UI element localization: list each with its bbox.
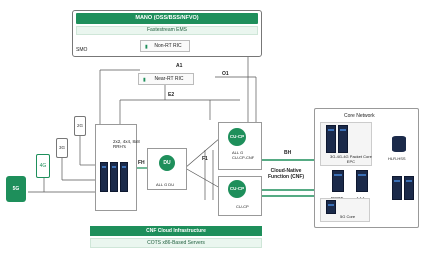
cuup-circle[interactable]: CU-CP: [228, 180, 246, 198]
aaa-server-icon: [356, 170, 368, 192]
cuup-label: CU-CP: [229, 186, 245, 191]
core-5g-server-icon: [326, 200, 336, 214]
ems-bar[interactable]: Fastestream EMS: [76, 26, 258, 35]
o1-label: O1: [222, 71, 229, 77]
device-2g[interactable]: 2G: [74, 116, 86, 136]
cucp-label: CU-CP: [229, 134, 245, 139]
f1-label: F1: [202, 156, 208, 162]
du-label: DU: [163, 160, 171, 166]
near-rt-ric-label: Near-RT RIC: [154, 76, 184, 82]
device-5g[interactable]: 5G: [6, 176, 26, 202]
signal-icon: ▮: [143, 77, 146, 83]
device-3g-label: 3G: [58, 145, 65, 150]
non-rt-ric-label: Non-RT RIC: [154, 43, 182, 49]
a1-label: A1: [176, 63, 183, 69]
non-rt-ric-box[interactable]: ▮ Non-RT RIC: [140, 40, 190, 52]
core-server-icon: [338, 125, 348, 153]
du-sub-label: ALL G DU: [156, 182, 175, 187]
rrh-unit: [120, 162, 128, 192]
smo-label: SMO: [76, 47, 88, 53]
core-server-icon: [392, 176, 402, 200]
rrh-unit: [100, 162, 108, 192]
device-3g[interactable]: 3G: [56, 138, 68, 158]
core-5g-label: 5G Core: [340, 214, 356, 219]
near-rt-ric-box[interactable]: ▮ Near-RT RIC: [138, 73, 194, 85]
core-server-icon: [404, 176, 414, 200]
cnf-cloud-label: CNF Cloud Infrastructure: [146, 228, 206, 234]
device-4g-label: 4G: [39, 163, 47, 169]
fh-label: FH: [138, 160, 145, 166]
cuup-sub-label: CU-CP: [236, 204, 249, 209]
mano-bar[interactable]: MANO (OSS/BSS/NFVO): [76, 13, 258, 24]
core-title: Core Network: [344, 113, 375, 119]
bh-label: BH: [284, 150, 292, 156]
device-5g-label: 5G: [12, 186, 20, 192]
cucp-circle[interactable]: CU-CP: [228, 128, 246, 146]
cnf-label: Cloud-Native Function (CNF): [268, 168, 305, 180]
device-4g[interactable]: 4G: [36, 154, 50, 178]
rrh-unit: [110, 162, 118, 192]
ems-label: Fastestream EMS: [146, 27, 187, 33]
cots-bar[interactable]: COTS x86-Based Servers: [90, 238, 262, 248]
signal-icon: ▮: [145, 44, 148, 50]
cucp-sub-label: ALL G CU-CP-CNF: [232, 150, 255, 160]
du-circle[interactable]: DU: [159, 155, 175, 171]
pcrf-server-icon: [332, 170, 344, 192]
core-server-icon: [326, 125, 336, 153]
hlr-db-icon: [392, 136, 406, 152]
hlr-label: HLR-HSS: [388, 156, 406, 161]
packet-core-label: 3G-4G-4G Packet Core EPC: [330, 154, 372, 164]
cots-label: COTS x86-Based Servers: [147, 240, 205, 246]
e2-label: E2: [168, 92, 175, 98]
device-2g-label: 2G: [76, 123, 83, 128]
cnf-cloud-bar[interactable]: CNF Cloud Infrastructure: [90, 226, 262, 236]
rrh-label: 2x2, 4x4, 8x8 RRH's: [113, 139, 140, 149]
mano-label: MANO (OSS/BSS/NFVO): [135, 15, 199, 21]
